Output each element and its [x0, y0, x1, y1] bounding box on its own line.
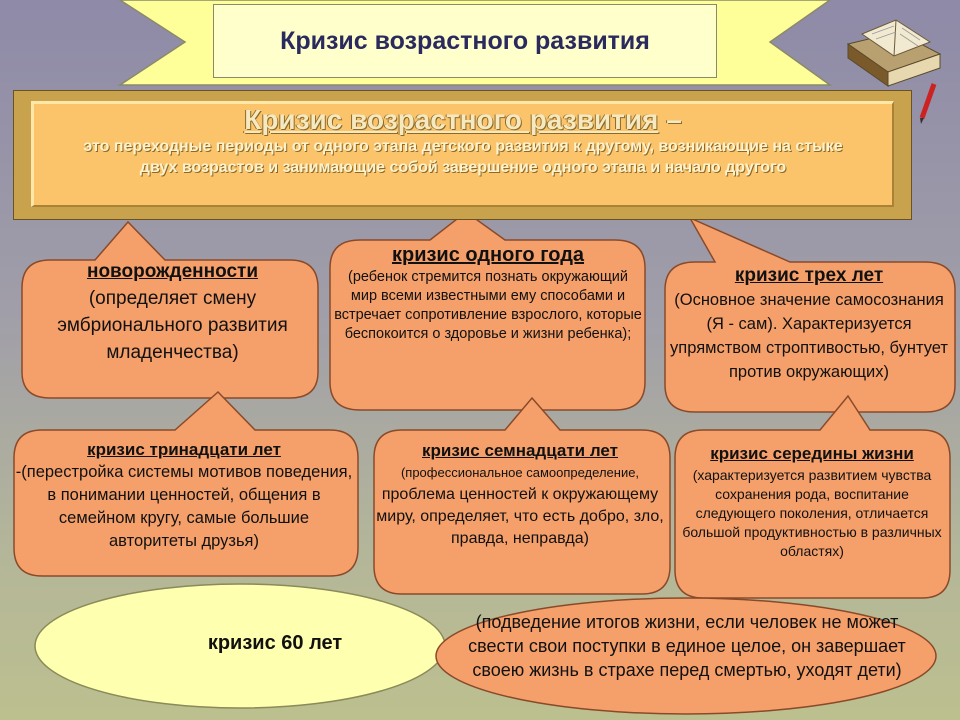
bubble-midlife-shape	[674, 394, 951, 599]
crisis-thirteen-text: -(перестройка системы мотивов поведения,…	[15, 463, 353, 550]
definition-text: это переходные периоды от одного этапа д…	[83, 138, 843, 176]
definition-box: Кризис возрастного развития – это перехо…	[31, 101, 894, 207]
definition-term: Кризис возрастного развития –	[244, 104, 682, 135]
crisis-sixty-text: (подведение итогов жизни, если человек н…	[468, 612, 906, 680]
crisis-seventeen: кризис семнадцати лет (профессиональное …	[374, 440, 666, 550]
crisis-thirteen: кризис тринадцати лет -(перестройка сист…	[14, 438, 354, 553]
crisis-midlife-text: (характеризуется развитием чувства сохра…	[682, 467, 942, 559]
bubble-seventeen-shape	[373, 396, 671, 595]
crisis-thirteen-heading: кризис тринадцати лет	[87, 440, 281, 459]
crisis-newborn: новорожденности (определяет смену эмбрио…	[40, 258, 305, 366]
crisis-sixty-heading: кризис 60 лет	[207, 632, 343, 654]
crisis-midlife-heading: кризис середины жизни	[710, 444, 914, 463]
bubble-one-year-shape	[329, 211, 646, 411]
crisis-one-year: кризис одного года (ребенок стремится по…	[333, 242, 643, 344]
bubble-thirteen-shape	[13, 390, 359, 577]
book-icon	[846, 19, 942, 124]
crisis-one-year-heading: кризис одного года	[391, 244, 585, 266]
crisis-newborn-text: (определяет смену эмбрионального развити…	[57, 288, 288, 363]
page-title: Кризис возрастного развития	[213, 4, 717, 78]
bubble-newborn-shape	[21, 220, 319, 399]
crisis-three-years-text: (Основное значение самосознания (Я - сам…	[670, 291, 948, 381]
crisis-one-year-text: (ребенок стремится познать окружающий ми…	[334, 269, 642, 342]
ellipse-summary	[435, 597, 937, 715]
crisis-seventeen-text-small: (профессиональное самоопределение,	[400, 465, 640, 480]
bubble-three-years-shape	[664, 216, 956, 413]
crisis-seventeen-heading: кризис семнадцати лет	[422, 441, 618, 460]
crisis-midlife: кризис середины жизни (характеризуется р…	[681, 442, 943, 561]
crisis-seventeen-text: проблема ценностей к окружающему миру, о…	[376, 486, 664, 547]
crisis-three-years-heading: кризис трех лет	[734, 265, 884, 286]
crisis-three-years: кризис трех лет (Основное значение самос…	[668, 264, 950, 384]
crisis-newborn-heading: новорожденности	[86, 261, 259, 282]
